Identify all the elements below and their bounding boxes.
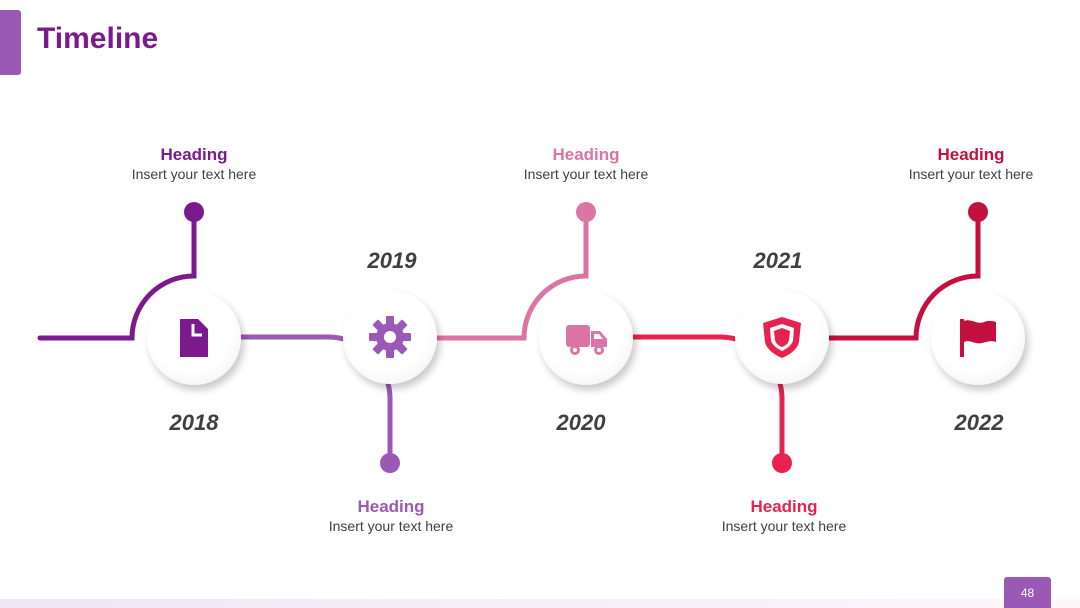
footer-strip xyxy=(0,599,1080,608)
milestone-node-2022 xyxy=(931,291,1025,385)
milestone-node-2020 xyxy=(539,291,633,385)
milestone-year-2020: 2020 xyxy=(556,410,606,435)
milestone-heading: Heading xyxy=(552,145,620,164)
timeline-connector-2021-2022 xyxy=(825,209,981,341)
milestone-node-2019 xyxy=(343,290,437,384)
milestone-label-2022: Heading Insert your text here xyxy=(881,145,1061,183)
milestone-label-2020: Heading Insert your text here xyxy=(496,145,676,183)
milestone-text: Insert your text here xyxy=(328,518,454,534)
timeline-dot-2022 xyxy=(968,202,988,222)
milestone-heading: Heading xyxy=(937,145,1005,164)
milestone-text: Insert your text here xyxy=(908,166,1034,182)
milestone-heading: Heading xyxy=(750,497,818,516)
milestone-year-2021: 2021 xyxy=(753,248,803,273)
milestone-node-2021 xyxy=(735,290,829,384)
milestone-heading: Heading xyxy=(357,497,425,516)
slide-title: Timeline xyxy=(37,22,159,55)
milestone-text: Insert your text here xyxy=(523,166,649,182)
document-icon xyxy=(180,319,208,357)
gear-icon xyxy=(369,316,411,358)
milestone-year-2018: 2018 xyxy=(169,410,219,435)
timeline-dot-2020 xyxy=(576,202,596,222)
milestone-text: Insert your text here xyxy=(131,166,257,182)
timeline-segment-2018 xyxy=(37,209,197,341)
timeline-connector-2019-2020 xyxy=(433,209,589,341)
truck-icon xyxy=(566,325,607,355)
milestone-year-2019: 2019 xyxy=(367,248,417,273)
title-accent-bar xyxy=(0,10,21,75)
milestone-year-2022: 2022 xyxy=(954,410,1004,435)
milestone-text: Insert your text here xyxy=(721,518,847,534)
milestone-label-2019: Heading Insert your text here xyxy=(301,497,481,535)
timeline-dot-2019 xyxy=(380,453,400,473)
flag-icon xyxy=(960,319,996,357)
timeline-dot-2018 xyxy=(184,202,204,222)
milestone-label-2018: Heading Insert your text here xyxy=(104,145,284,183)
milestone-label-2021: Heading Insert your text here xyxy=(694,497,874,535)
shield-icon xyxy=(763,317,801,358)
milestone-node-2018 xyxy=(147,291,241,385)
milestone-heading: Heading xyxy=(160,145,228,164)
page-number: 48 xyxy=(1004,577,1051,608)
timeline-dot-2021 xyxy=(772,453,792,473)
